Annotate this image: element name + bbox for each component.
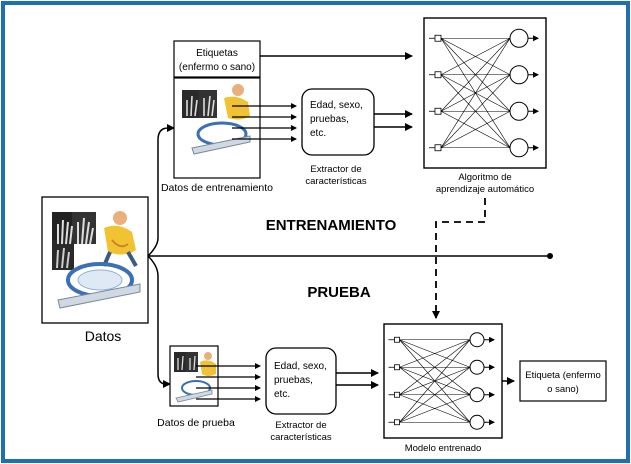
feat-train-line1: Edad, sexo, xyxy=(310,100,363,111)
nn-output-node xyxy=(469,332,485,348)
algoritmo-line2: aprendizaje automático xyxy=(436,184,534,195)
nn-connection xyxy=(399,339,471,368)
nn-connection xyxy=(399,367,471,423)
nn-input-node xyxy=(434,107,442,115)
nn-connection xyxy=(440,38,511,112)
xray-hand-icon xyxy=(174,352,198,372)
nn-input-node xyxy=(434,34,442,42)
nn-connection xyxy=(440,38,511,148)
nn-input-node xyxy=(394,391,400,398)
prueba-title: PRUEBA xyxy=(307,284,371,301)
nn-output-node xyxy=(509,101,529,121)
etiqueta-out-line2: o sano) xyxy=(547,384,579,395)
etiqueta-out-line1: Etiqueta (enfermo xyxy=(525,370,601,381)
nn-output-node xyxy=(509,65,529,85)
datos-panel: Datos xyxy=(41,196,149,344)
nn-connection xyxy=(399,394,471,423)
extractor-train-line2: características xyxy=(305,176,366,187)
train-feature-arrows xyxy=(232,103,297,142)
etiqueta-output-box: Etiqueta (enfermo o sano) xyxy=(519,360,607,402)
patient-icon xyxy=(200,352,216,376)
feature-extractor-test: Edad, sexo, pruebas, etc. xyxy=(265,347,337,415)
nn-input-node xyxy=(434,71,442,79)
patient-icon xyxy=(224,84,250,120)
nn-input-node xyxy=(434,144,442,152)
datos-prueba-box xyxy=(169,345,219,407)
datos-label: Datos xyxy=(85,328,122,344)
test-feature-arrows xyxy=(196,363,261,402)
feat-train-line3: etc. xyxy=(310,128,326,139)
mri-scanner-icon xyxy=(57,262,141,309)
dashed-model-arrow xyxy=(432,198,486,319)
nn-connection xyxy=(399,339,471,395)
algoritmo-line1: Algoritmo de xyxy=(458,172,511,183)
xray-hand-icon xyxy=(182,90,217,118)
nn-output-node xyxy=(469,359,485,375)
entrenamiento-title: ENTRENAMIENTO xyxy=(266,217,397,234)
extractor-test-line1: Extractor de xyxy=(275,420,326,431)
nn-connection xyxy=(440,37,511,76)
nn-input-node xyxy=(394,364,400,371)
nn-output-node xyxy=(469,414,485,430)
neural-network-icon xyxy=(423,17,547,169)
extractor-test-line2: características xyxy=(270,432,331,443)
feat-test-line3: etc. xyxy=(274,389,290,400)
extractor-train-line1: Extractor de xyxy=(310,164,361,175)
nn-output-node xyxy=(469,387,485,403)
etiquetas-box: Etiquetas (enfermo o sano) xyxy=(173,40,261,78)
nn-output-node xyxy=(509,28,529,48)
etiquetas-line1: Etiquetas xyxy=(196,48,238,59)
modelo-entrenado-label: Modelo entrenado xyxy=(405,443,482,454)
nn-output-node xyxy=(509,138,529,158)
nn-input-node xyxy=(394,419,400,426)
mri-scanner-icon xyxy=(191,121,251,155)
nn-connection xyxy=(399,339,471,423)
nn-connection xyxy=(440,110,511,149)
etiquetas-line2: (enfermo o sano) xyxy=(179,62,255,73)
feat-test-line1: Edad, sexo, xyxy=(274,361,327,372)
feature-extractor-train: Edad, sexo, pruebas, etc. xyxy=(301,88,375,156)
nn-input-node xyxy=(394,336,400,343)
feat-train-line2: pruebas, xyxy=(310,114,349,125)
xray-hand-icon xyxy=(52,212,96,270)
feat-test-line2: pruebas, xyxy=(274,375,313,386)
neural-network-icon xyxy=(383,323,503,439)
datos-entrenamiento-label: Datos de entrenamiento xyxy=(161,182,273,194)
nn-connection xyxy=(440,74,511,148)
datos-prueba-label: Datos de prueba xyxy=(157,417,235,429)
